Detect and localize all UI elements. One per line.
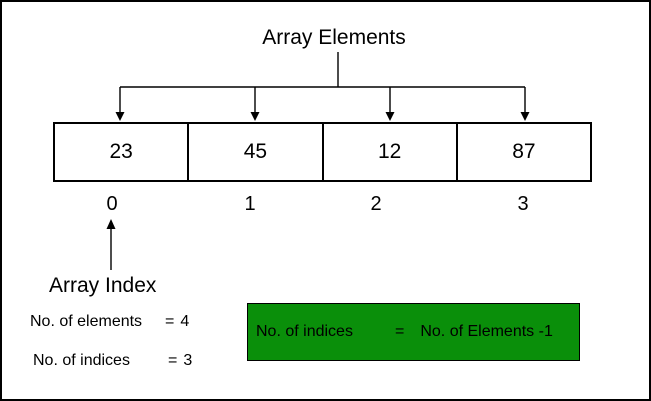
array-cell: 23 <box>109 140 133 163</box>
down-arrowhead-icon-1 <box>115 112 125 121</box>
array-cells-row: 23 45 12 87 <box>53 122 592 182</box>
down-arrowhead-icon-2 <box>250 112 260 121</box>
equals-sign: = <box>168 352 178 369</box>
array-cell: 45 <box>187 124 321 180</box>
formula-box: No. of indices = No. of Elements -1 <box>247 303 580 361</box>
index-label-0: 0 <box>106 193 118 215</box>
diagram-title: Array Elements <box>262 26 406 49</box>
fact-label: No. of elements <box>30 313 143 330</box>
formula-left: No. of indices <box>256 323 353 340</box>
array-index-label: Array Index <box>49 274 157 297</box>
index-label-3: 3 <box>517 193 529 215</box>
down-arrowhead-icon-4 <box>520 112 530 121</box>
fact-indices-count: No. of indices = 3 <box>33 352 192 370</box>
index-label-1: 1 <box>244 193 256 215</box>
fact-value: 3 <box>183 352 193 369</box>
fact-elements-count: No. of elements = 4 <box>30 313 189 331</box>
down-arrowhead-icon-3 <box>385 112 395 121</box>
array-cell: 12 <box>321 124 456 180</box>
up-arrowhead-icon <box>106 219 116 229</box>
equals-sign: = <box>395 323 405 340</box>
equals-sign: = <box>165 313 175 330</box>
formula-right: No. of Elements -1 <box>420 323 553 340</box>
fact-value: 4 <box>180 313 190 330</box>
array-cell: 87 <box>455 124 590 180</box>
index-label-2: 2 <box>370 193 382 215</box>
fact-label: No. of indices <box>33 352 130 369</box>
